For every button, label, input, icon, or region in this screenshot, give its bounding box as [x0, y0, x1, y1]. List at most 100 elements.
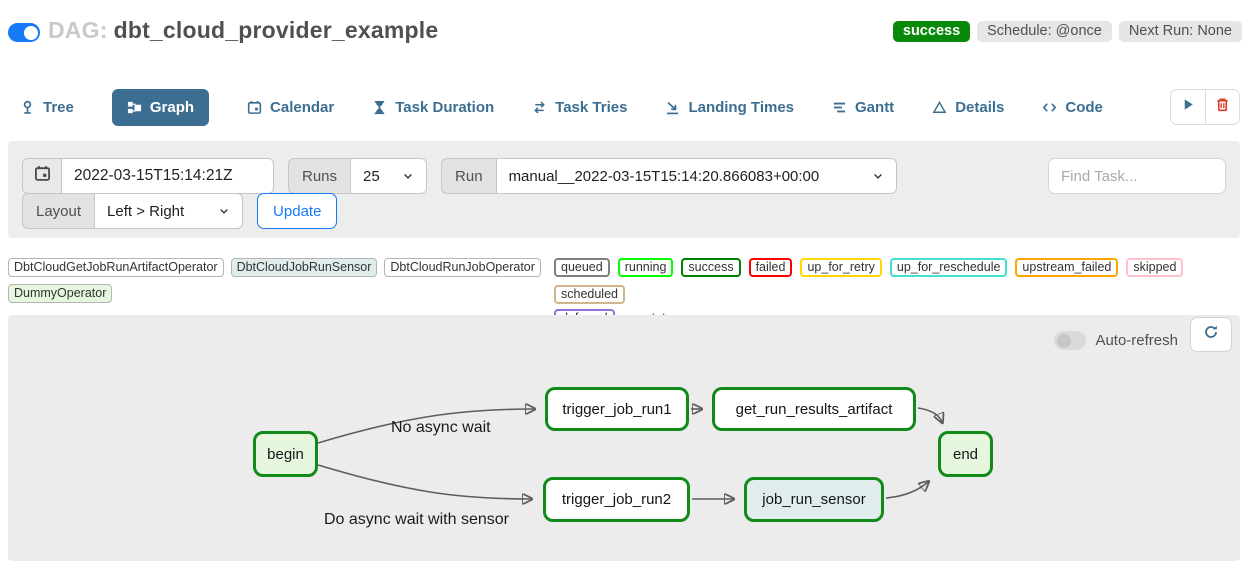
tab-task-duration[interactable]: Task Duration — [372, 89, 494, 126]
hourglass-icon — [372, 100, 387, 115]
dag-name: dbt_cloud_provider_example — [113, 17, 439, 43]
status-badge-failed[interactable]: failed — [748, 258, 793, 277]
task-node-trigger-job-run1[interactable]: trigger_job_run1 — [545, 387, 689, 431]
operator-badge-dbtcloudgetjobrunartifactoperator: DbtCloudGetJobRunArtifactOperator — [8, 258, 224, 277]
calendar-icon — [247, 100, 262, 115]
details-icon — [932, 100, 947, 115]
trash-icon — [1215, 97, 1230, 117]
edge-get_run_results_artifact-end — [917, 407, 942, 422]
code-icon — [1042, 100, 1057, 115]
dag-label: DAG: — [48, 17, 108, 43]
tab-landing-times[interactable]: Landing Times — [665, 89, 794, 126]
run-label: Run — [441, 158, 497, 194]
calendar-icon — [34, 165, 51, 187]
legend: DbtCloudGetJobRunArtifactOperator DbtClou… — [8, 258, 1240, 328]
dag-pause-toggle[interactable] — [8, 23, 40, 42]
datepicker-button[interactable] — [22, 158, 62, 194]
operator-badge-dummyoperator: DummyOperator — [8, 284, 113, 303]
auto-refresh-toggle[interactable] — [1054, 331, 1087, 350]
tab-gantt[interactable]: Gantt — [832, 89, 894, 126]
operator-badge-dbtcloudrunjoboperator: DbtCloudRunJobOperator — [384, 258, 541, 277]
status-badge-running[interactable]: running — [617, 258, 674, 277]
status-badge-scheduled[interactable]: scheduled — [554, 285, 625, 304]
tab-label: Gantt — [855, 98, 895, 116]
status-legend: queued running success failed up_for_retry up… — [554, 258, 1240, 328]
status-badge[interactable]: success — [892, 21, 971, 42]
task-node-label: begin — [267, 445, 304, 463]
run-selected-value: manual__2022-03-15T15:14:20.866083+00:00 — [508, 167, 820, 185]
graph-icon — [127, 100, 142, 115]
tab-tree[interactable]: Tree — [20, 89, 74, 126]
task-node-label: get_run_results_artifact — [735, 400, 893, 418]
status-badge-up-for-reschedule[interactable]: up_for_reschedule — [889, 258, 1008, 277]
gantt-icon — [832, 100, 847, 115]
next-run-badge: Next Run: None — [1118, 21, 1242, 42]
status-badge-queued[interactable]: queued — [554, 258, 610, 277]
task-node-label: job_run_sensor — [762, 491, 866, 508]
toggle-knob-icon — [23, 25, 38, 40]
layout-group: Layout Left > Right — [22, 193, 244, 229]
page-title: DAG:dbt_cloud_provider_example — [48, 17, 438, 44]
chevron-down-icon — [402, 170, 414, 182]
graph-panel: Auto-refresh begin trigger_job_run1 get_ru… — [8, 315, 1240, 561]
edge-label-do-async-wait-with-sensor: Do async wait with sensor — [324, 511, 509, 528]
edge-label-no-async-wait: No async wait — [391, 419, 491, 436]
task-node-end[interactable]: end — [938, 431, 993, 477]
repeat-icon — [532, 100, 547, 115]
execution-date-input[interactable] — [74, 167, 261, 185]
layout-label: Layout — [22, 193, 96, 229]
task-node-label: end — [952, 445, 979, 463]
tab-code[interactable]: Code — [1042, 89, 1103, 126]
runs-group: Runs 25 — [288, 158, 428, 194]
tab-details[interactable]: Details — [932, 89, 1004, 126]
tab-label: Details — [955, 98, 1005, 116]
layout-selected-value: Left > Right — [107, 202, 185, 220]
tree-icon — [20, 100, 35, 115]
tab-label: Task Tries — [555, 98, 628, 116]
trigger-dag-button[interactable] — [1171, 90, 1205, 124]
task-node-label: trigger_job_run1 — [562, 400, 672, 418]
run-group: Run manual__2022-03-15T15:14:20.866083+0… — [441, 158, 897, 194]
tab-graph[interactable]: Graph — [111, 88, 210, 126]
status-badge-up-for-retry[interactable]: up_for_retry — [800, 258, 882, 277]
refresh-button[interactable] — [1190, 317, 1232, 352]
status-badge-upstream-failed[interactable]: upstream_failed — [1015, 258, 1119, 277]
run-select[interactable]: manual__2022-03-15T15:14:20.866083+00:00 — [496, 158, 897, 194]
task-node-trigger-job-run2[interactable]: trigger_job_run2 — [543, 477, 690, 522]
filter-panel: Runs 25 Run manual__2022-03-15T15:14:20.… — [8, 141, 1240, 238]
tab-label: Tree — [43, 98, 74, 116]
status-badge-success[interactable]: success — [681, 258, 741, 277]
update-button[interactable]: Update — [257, 193, 338, 229]
task-node-label: trigger_job_run2 — [561, 491, 672, 508]
layout-select[interactable]: Left > Right — [95, 193, 244, 229]
chevron-down-icon — [872, 170, 884, 182]
task-node-job-run-sensor[interactable]: job_run_sensor — [744, 477, 884, 522]
edge-job_run_sensor-end — [885, 482, 928, 499]
tab-label: Graph — [149, 98, 195, 116]
view-tabs: Tree Graph Calendar Task Duration Task Tries… — [20, 85, 1178, 129]
task-node-get-run-results-artifact[interactable]: get_run_results_artifact — [712, 387, 916, 431]
execution-date-group — [22, 158, 274, 194]
header: DAG:dbt_cloud_provider_example success S… — [0, 0, 1248, 62]
status-badge-skipped[interactable]: skipped — [1126, 258, 1184, 277]
schedule-badge: Schedule: @once — [977, 21, 1112, 42]
tab-label: Code — [1065, 98, 1103, 116]
tab-task-tries[interactable]: Task Tries — [532, 89, 627, 126]
tab-label: Landing Times — [688, 98, 795, 116]
auto-refresh-label: Auto-refresh — [1095, 332, 1178, 349]
dag-action-buttons — [1170, 89, 1240, 125]
find-task-input[interactable] — [1048, 158, 1226, 194]
tab-calendar[interactable]: Calendar — [247, 89, 334, 126]
edge-begin-trigger_job_run2 — [317, 464, 531, 499]
runs-label: Runs — [288, 158, 352, 194]
auto-refresh-control: Auto-refresh — [1054, 331, 1178, 350]
runs-select[interactable]: 25 — [351, 158, 428, 194]
toggle-knob-icon — [1056, 333, 1071, 348]
landing-icon — [665, 100, 680, 115]
status-legend-row-1: queued running success failed up_for_retry up… — [554, 258, 1240, 304]
operator-legend: DbtCloudGetJobRunArtifactOperator DbtClou… — [8, 258, 554, 303]
task-node-begin[interactable]: begin — [253, 431, 318, 477]
delete-dag-button[interactable] — [1205, 90, 1239, 124]
tab-label: Calendar — [270, 98, 335, 116]
